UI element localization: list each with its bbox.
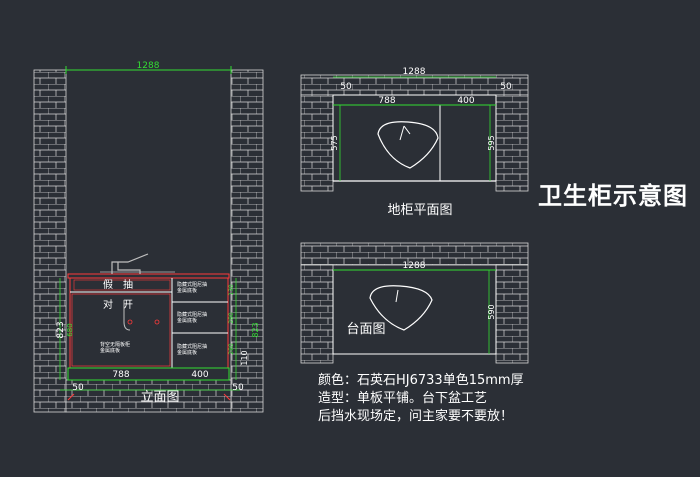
elevation-wall-left bbox=[33, 69, 67, 413]
label-fake-drawer: 假 抽 bbox=[103, 278, 133, 291]
elevation-countertop bbox=[67, 273, 230, 279]
elevation-view: 1288 假 抽 对 开 隐藏式阻尼抽 金属底板 隐藏式阻尼抽 金属底板 隐藏式… bbox=[33, 61, 264, 413]
note-backsplash: 后挡水现场定，问主家要不要放！ bbox=[318, 409, 514, 424]
right-drawer-3-line1: 隐藏式阻尼抽 bbox=[177, 343, 207, 350]
siphon-icon bbox=[123, 300, 131, 331]
elevation-dim-drawer: 130 bbox=[228, 284, 235, 296]
elevation-dim-right-width: 400 bbox=[191, 370, 208, 380]
floor-plan-view: 1288 50 50 788 400 575 595 地柜平面图 bbox=[300, 67, 529, 218]
label-double-door: 对 开 bbox=[103, 298, 133, 311]
elevation-dim-door1: 280 bbox=[228, 312, 235, 324]
floor-plan-dim-right-gap: 50 bbox=[500, 82, 512, 92]
left-panel-line1: 背空无隔板柜 bbox=[100, 341, 130, 348]
counter-plan-top bbox=[332, 269, 497, 355]
elevation-dim-side-right: 50 bbox=[232, 383, 244, 393]
right-drawer-2-line1: 隐藏式阻尼抽 bbox=[177, 311, 207, 318]
floor-plan-cabinet-area bbox=[332, 94, 497, 182]
counter-plan-caption: 台面图 bbox=[346, 322, 385, 337]
elevation-dim-height-left-inner: 680 bbox=[66, 323, 74, 336]
floor-plan-dim-total: 1288 bbox=[403, 67, 426, 77]
drawing-title: 卫生柜示意图 bbox=[538, 182, 688, 210]
counter-plan-dim-depth: 590 bbox=[487, 304, 496, 319]
counter-plan-view: 1288 590 台面图 bbox=[300, 242, 529, 364]
floor-plan-dim-depth-right: 595 bbox=[487, 135, 496, 150]
note-style: 造型：单板平铺。台下盆工艺 bbox=[318, 391, 488, 406]
right-drawer-1-line2: 金属底板 bbox=[177, 287, 197, 294]
floor-plan-dim-left-gap: 50 bbox=[340, 82, 352, 92]
elevation-dim-door2: 280 bbox=[228, 343, 235, 355]
floor-plan-dim-depth-left: 575 bbox=[330, 135, 339, 150]
elevation-dim-height-right: 823 bbox=[251, 322, 260, 337]
floor-plan-dim-left-width: 788 bbox=[378, 96, 395, 106]
elevation-dim-top: 1288 bbox=[137, 61, 160, 71]
elevation-dim-height-left: 823 bbox=[56, 321, 66, 338]
right-drawer-3-line2: 金属底板 bbox=[177, 349, 197, 356]
note-color: 颜色：石英石HJ6733单色15mm厚 bbox=[318, 373, 524, 388]
floor-plan-basin-icon bbox=[377, 121, 439, 169]
floor-plan-caption: 地柜平面图 bbox=[387, 203, 452, 218]
floor-plan-dim-right-width: 400 bbox=[457, 96, 474, 106]
right-drawer-2-line2: 金属底板 bbox=[177, 317, 197, 324]
elevation-caption: 立面图 bbox=[140, 390, 179, 405]
elevation-dim-plinth: 110 bbox=[240, 350, 249, 365]
counter-plan-dim-total: 1288 bbox=[403, 261, 426, 271]
left-panel-line2: 金属底板 bbox=[100, 347, 120, 354]
elevation-dim-left-width: 788 bbox=[112, 370, 129, 380]
counter-plan-basin-icon bbox=[369, 285, 433, 331]
elevation-dim-side-left: 50 bbox=[72, 383, 84, 393]
right-drawer-1-line1: 隐藏式阻尼抽 bbox=[177, 281, 207, 288]
faucet-icon bbox=[111, 253, 149, 274]
